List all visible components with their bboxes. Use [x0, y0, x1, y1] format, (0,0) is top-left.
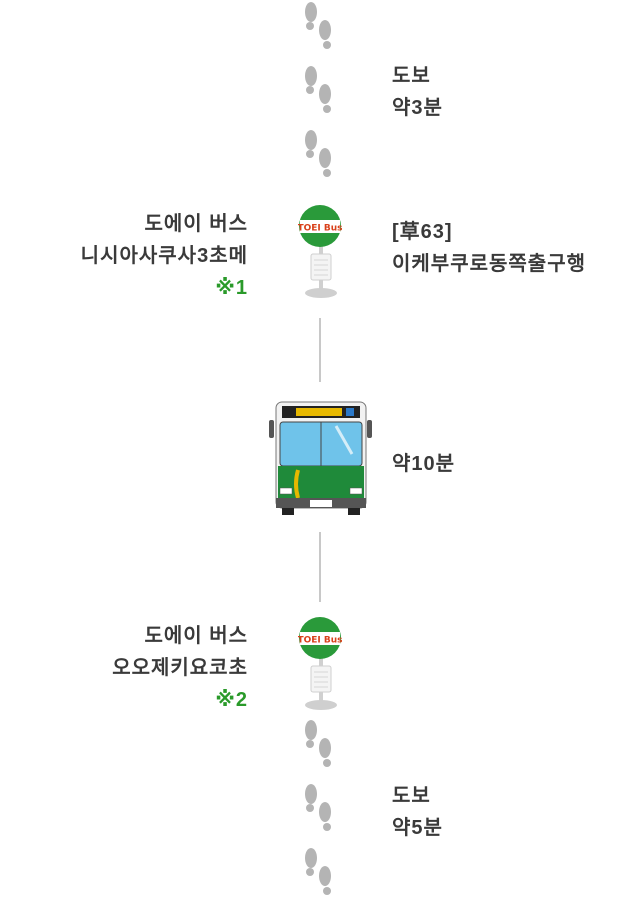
stop1-note: ※1	[215, 277, 248, 299]
route-line	[319, 532, 321, 602]
bus-stop-sign-text: TOEI Bus	[298, 224, 343, 234]
footprints-icon	[300, 782, 340, 832]
walk-label-1: 도보 약3분	[392, 60, 443, 124]
stop1-operator: 도에이 버스	[144, 213, 248, 235]
footprints-icon	[300, 128, 340, 178]
route-number: [草63]	[392, 221, 453, 243]
bus-stop-icon: TOEI Bus	[298, 616, 344, 712]
route-line	[319, 318, 321, 382]
walk-duration: 약3분	[392, 97, 443, 119]
stop2-note: ※2	[215, 689, 248, 711]
footprints-icon	[300, 0, 340, 50]
walk-mode: 도보	[392, 785, 431, 807]
walk-label-2: 도보 약5분	[392, 780, 443, 844]
stop2-operator: 도에이 버스	[144, 625, 248, 647]
stop1-left-label: 도에이 버스 니시아사쿠사3초메 ※1	[8, 208, 248, 304]
footprints-icon	[300, 64, 340, 114]
bus-stop-icon: TOEI Bus	[298, 204, 344, 300]
route-destination: 이케부쿠로동쪽출구행	[392, 253, 586, 275]
stop2-name: 오오제키요코초	[112, 657, 248, 679]
bus-stop-sign-text: TOEI Bus	[298, 636, 343, 646]
stop1-right-label: [草63] 이케부쿠로동쪽출구행	[392, 216, 586, 280]
bus-icon	[266, 398, 376, 516]
footprints-icon	[300, 718, 340, 768]
walk-duration: 약5분	[392, 817, 443, 839]
walk-mode: 도보	[392, 65, 431, 87]
footprints-icon	[300, 846, 340, 896]
stop1-name: 니시아사쿠사3초메	[80, 245, 248, 267]
stop2-left-label: 도에이 버스 오오제키요코초 ※2	[8, 620, 248, 716]
ride-duration: 약10분	[392, 453, 456, 475]
